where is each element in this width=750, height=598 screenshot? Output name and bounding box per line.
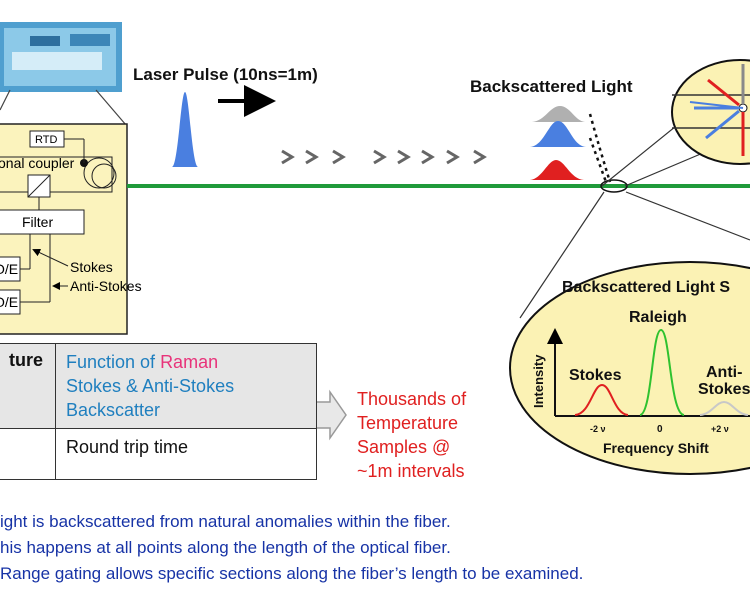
- bullet-line-2: his happens at all points along the leng…: [0, 538, 451, 557]
- result-line-1: Thousands of: [357, 389, 467, 409]
- zoom-line: [95, 89, 127, 126]
- result-line-3: Samples @: [357, 437, 450, 457]
- zoom-line: [519, 191, 605, 319]
- laser-pulse-title: Laser Pulse (10ns=1m): [133, 65, 318, 84]
- function-line-2: Stokes & Anti-Stokes: [66, 376, 235, 396]
- laser-pulse: [172, 92, 198, 167]
- backscatter-pulse-blue: [530, 121, 586, 147]
- scatter-point-ellipse: [600, 179, 628, 193]
- stokes-label: Stokes: [70, 259, 113, 275]
- function-prefix: Function of: [66, 352, 161, 372]
- result-line-2: Temperature: [357, 413, 458, 433]
- scattering-symbols: [281, 149, 487, 165]
- stokes-peak: [574, 383, 629, 416]
- backscatter-pulse-gray: [532, 106, 585, 122]
- dotted-path: [588, 113, 612, 183]
- info-table: ture Function of Raman Stokes & Anti-Sto…: [0, 343, 317, 480]
- table-cell-left: ture: [0, 343, 56, 429]
- anti-stokes-peak-label-1: Anti-: [706, 364, 742, 381]
- bullet-line-1: ight is backscattered from natural anoma…: [0, 512, 451, 531]
- molecule-magnifier: [671, 59, 750, 165]
- intensity-axis-label: Intensity: [531, 354, 546, 408]
- instrument-panel: [0, 123, 128, 335]
- zoom-line: [601, 117, 687, 187]
- anti-stokes-peak: [699, 400, 749, 416]
- tick-zero: 0: [657, 424, 663, 435]
- anti-stokes-label: Anti-Stokes: [70, 278, 142, 294]
- table-cell-function: Function of Raman Stokes & Anti-Stokes B…: [55, 343, 317, 429]
- table-cell-left-empty: [0, 428, 56, 480]
- dotted-path: [588, 137, 608, 183]
- raman-highlight: Raman: [160, 352, 219, 372]
- anti-stokes-peak-label-2: Stokes: [698, 381, 750, 398]
- coupler-label: onal coupler: [0, 155, 75, 171]
- raleigh-peak: [639, 328, 685, 416]
- spectrum-ellipse: [509, 261, 750, 475]
- filter-label: Filter: [22, 214, 53, 230]
- table-row: Round trip time: [0, 428, 317, 480]
- oe-label-1: O/E: [0, 261, 18, 277]
- result-line-4: ~1m intervals: [357, 461, 465, 481]
- rtd-label: RTD: [35, 134, 57, 146]
- result-arrow: [313, 389, 347, 441]
- bullet-line-3: Range gating allows specific sections al…: [0, 564, 584, 583]
- raleigh-label: Raleigh: [629, 309, 687, 326]
- zoom-line: [625, 191, 750, 241]
- stokes-peak-label: Stokes: [569, 367, 622, 384]
- instrument-photo: [0, 22, 122, 92]
- zoom-line: [624, 149, 711, 187]
- spectrum-title: Backscattered Light S: [562, 279, 730, 296]
- oe-label-2: O/E: [0, 294, 18, 310]
- table-cell-roundtrip: Round trip time: [55, 428, 317, 480]
- function-line-3: Backscatter: [66, 400, 161, 420]
- tick-pos: +2 ν: [711, 424, 729, 434]
- zoom-line: [0, 89, 11, 111]
- table-row: ture Function of Raman Stokes & Anti-Sto…: [0, 343, 317, 429]
- backscatter-title: Backscattered Light: [470, 77, 633, 96]
- backscatter-pulse-red: [530, 160, 584, 180]
- frequency-axis-label: Frequency Shift: [603, 440, 709, 456]
- tick-neg: -2 ν: [590, 424, 606, 434]
